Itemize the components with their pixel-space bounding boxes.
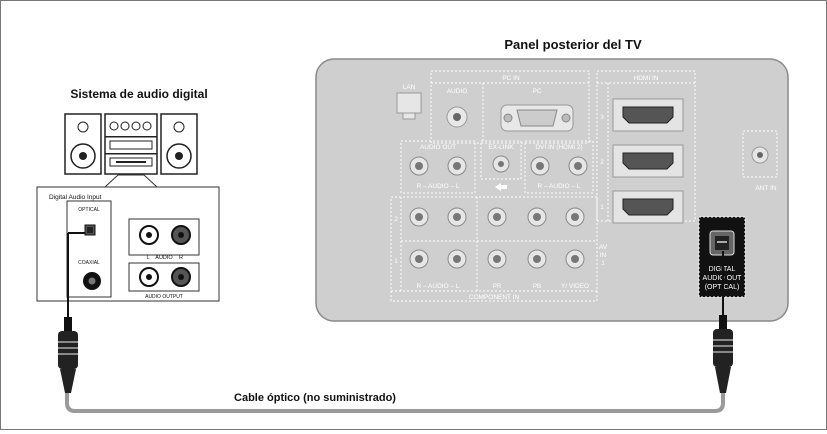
dvi-in-label: DVI IN (HDMI 2) (535, 144, 582, 151)
arrow-left-icon (495, 183, 507, 191)
ex-link-group: EX-LINK (480, 140, 522, 191)
pr-label: PR (493, 284, 502, 290)
av-in-number-label: 1 (601, 260, 605, 267)
audio-out-group: AUDIO OUT R – AUDIO – L (400, 140, 476, 194)
digital-audio-input-label: Digital Audio Input (49, 194, 102, 201)
audio-system-title: Sistema de audio digital (70, 87, 207, 101)
dvi-lr-label: R – AUDIO – L (538, 183, 581, 190)
lan-port (396, 92, 422, 114)
ex-link-label: EX-LINK (488, 144, 514, 151)
component-audio-lr-label: R – AUDIO – L (417, 283, 460, 290)
optical-label: OPTICAL (78, 207, 100, 213)
dvi-in-group: DVI IN (HDMI 2) R – AUDIO – L (524, 140, 594, 194)
pc-in-label: PC IN (502, 75, 520, 82)
pc-label: PC (532, 88, 541, 95)
audio-label: AUDIO (155, 255, 173, 261)
pb-label: PB (533, 284, 541, 290)
cable-label: Cable óptico (no suministrado) (234, 392, 396, 404)
tv-panel-title: Panel posterior del TV (504, 37, 642, 52)
lan-label: LAN (403, 84, 416, 91)
in-label: IN (600, 252, 607, 259)
l-label: L (146, 255, 149, 261)
ant-in-label: ANT IN (755, 185, 776, 192)
coaxial-label: COAXIAL (78, 260, 100, 266)
pc-audio-label: AUDIO (447, 88, 468, 95)
ant-in-group: ANT IN (742, 130, 778, 192)
component-av-group: 2 1 R – AUDIO – L PR PB Y/ VIDEO COMPONE… (390, 196, 608, 302)
hdmi-in-group: HDMI IN 3 2 1 (596, 70, 696, 224)
audio-output-label: AUDIO OUTPUT (145, 294, 183, 300)
hdmi-1-port (622, 198, 674, 216)
lan-port-group: LAN (396, 84, 422, 120)
hdmi-in-label: HDMI IN (634, 75, 659, 82)
optical-cable: Cable óptico (no suministrado) (58, 232, 733, 413)
hdmi-2-label: 2 (600, 159, 604, 166)
hdmi-1-label: 1 (600, 204, 604, 211)
hdmi-2-port (622, 152, 674, 170)
cable-plug-right (713, 315, 733, 393)
component-row-1-label: 1 (394, 258, 398, 265)
audio-system-icon (64, 113, 198, 175)
y-video-label: Y/ VIDEO (561, 283, 589, 290)
hdmi-3-label: 3 (600, 114, 604, 121)
r-label: R (179, 255, 183, 261)
audio-out-label: AUDIO OUT (420, 144, 456, 151)
component-in-label: COMPONENT IN (469, 294, 520, 301)
hdmi-3-port (622, 106, 674, 124)
component-row-2-label: 2 (394, 216, 398, 223)
audio-out-lr-label: R – AUDIO – L (417, 183, 460, 190)
pc-in-group: PC IN AUDIO PC (430, 70, 590, 144)
av-label: AV (599, 244, 608, 251)
cable-plug-left (58, 317, 78, 393)
digital-audio-input-panel: Digital Audio Input OPTICAL COAXIAL L AU… (49, 194, 200, 300)
